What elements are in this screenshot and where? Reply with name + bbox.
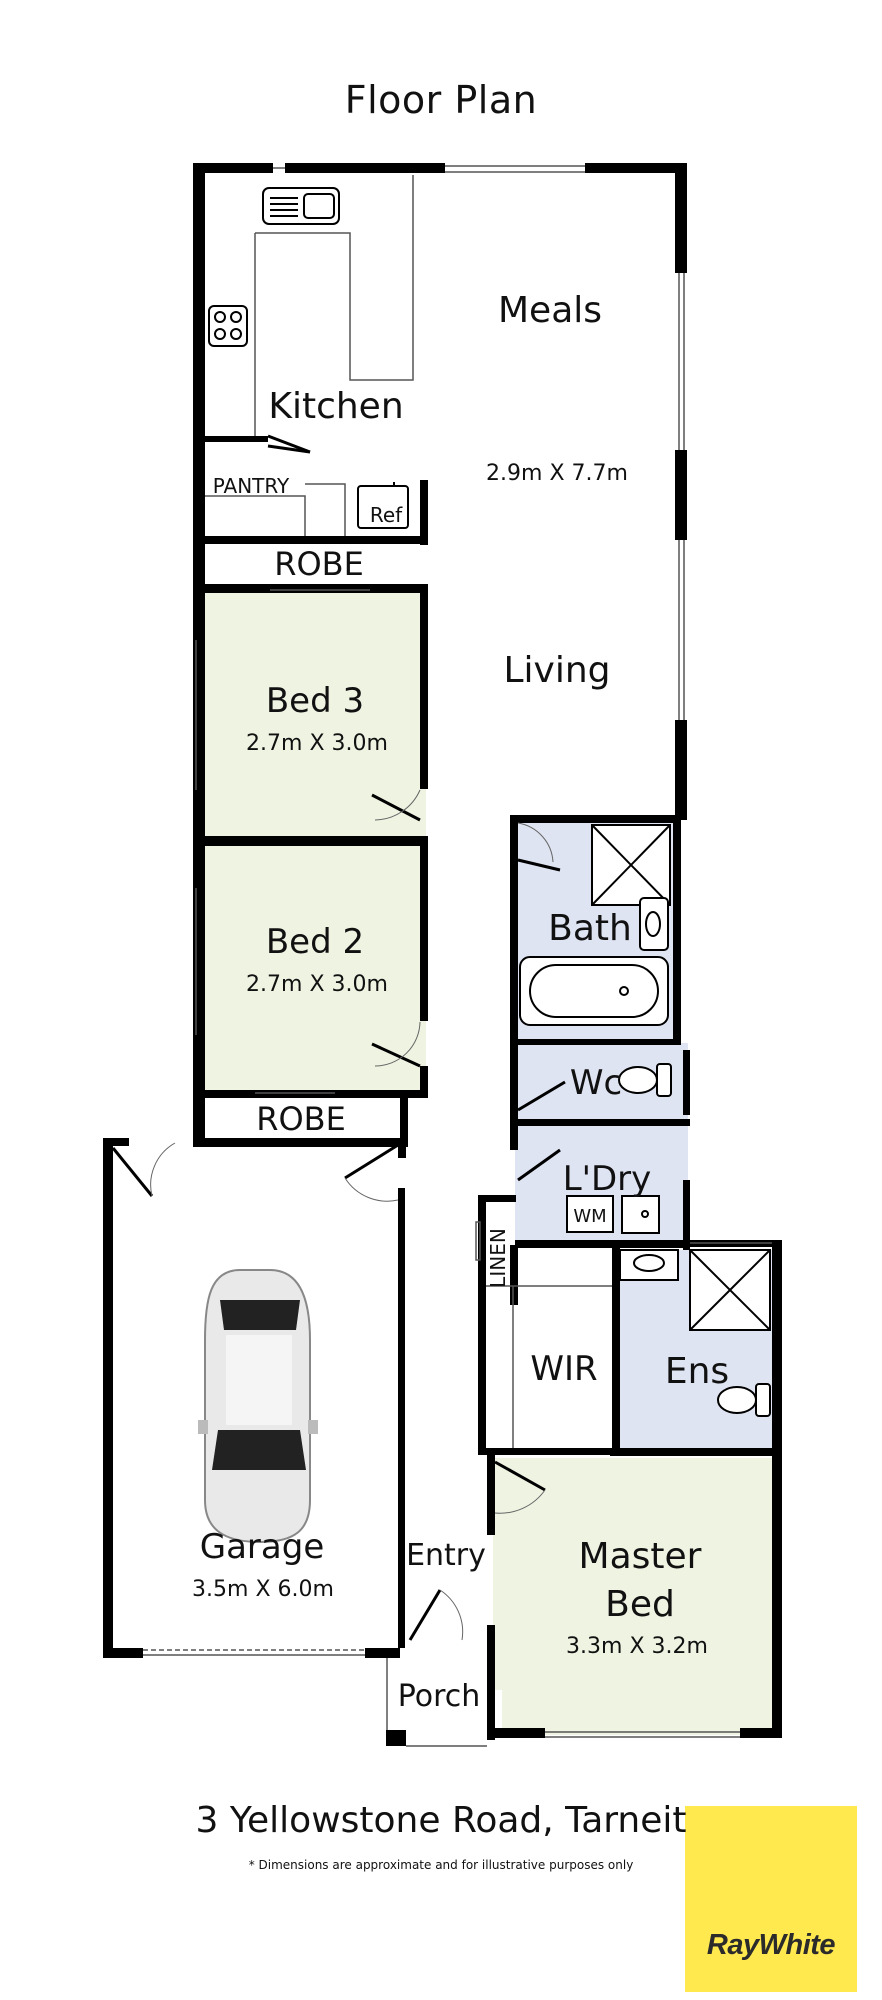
cooktop: [208, 305, 248, 347]
shower-bath: [591, 824, 671, 906]
thin-lines: [143, 165, 772, 1747]
toilet-wc: [618, 1063, 672, 1097]
label-ens: Ens: [665, 1351, 729, 1392]
bed2-fill: [203, 843, 426, 1093]
fridge: [357, 482, 409, 529]
label-bed3: Bed 3: [266, 681, 364, 721]
label-wir: WIR: [530, 1349, 597, 1389]
washing-machine: [566, 1195, 614, 1233]
label-robe-top: ROBE: [274, 545, 364, 583]
toilet-ens: [717, 1383, 771, 1417]
property-address: 3 Yellowstone Road, Tarneit: [195, 1800, 687, 1841]
label-living: Living: [503, 650, 610, 691]
label-kitchen: Kitchen: [268, 386, 403, 427]
bed3-fill: [203, 592, 426, 838]
label-pantry: PANTRY: [213, 474, 290, 498]
label-living-dims: 2.9m X 7.7m: [486, 461, 628, 486]
door-swings: [150, 789, 554, 1641]
label-meals: Meals: [498, 290, 602, 331]
label-bath: Bath: [548, 908, 632, 949]
label-master-dims: 3.3m X 3.2m: [566, 1634, 708, 1659]
ens-basin: [619, 1249, 679, 1281]
label-master-line2: Bed: [605, 1584, 675, 1625]
label-laundry: L'Dry: [563, 1159, 652, 1199]
label-bed3-dims: 2.7m X 3.0m: [246, 731, 388, 756]
basin-bath: [639, 897, 669, 951]
disclaimer-text: * Dimensions are approximate and for ill…: [248, 1858, 634, 1872]
label-wm: WM: [573, 1206, 606, 1227]
label-wc: Wc: [570, 1063, 622, 1103]
walls: [103, 163, 782, 1746]
label-master-line1: Master: [579, 1536, 702, 1577]
label-bed2: Bed 2: [266, 922, 364, 962]
logo-text: RayWhite: [706, 1929, 836, 1961]
floor-plan-title: Floor Plan: [344, 78, 538, 122]
bathtub: [519, 956, 669, 1026]
label-garage-dims: 3.5m X 6.0m: [192, 1577, 334, 1602]
master-bed-fill: [493, 1458, 782, 1735]
raywhite-logo: RayWhite: [685, 1806, 857, 1992]
label-robe-bottom: ROBE: [256, 1100, 346, 1138]
label-ref: Ref: [370, 503, 403, 527]
label-bed2-dims: 2.7m X 3.0m: [246, 972, 388, 997]
laundry-trough: [621, 1195, 660, 1234]
label-porch: Porch: [398, 1679, 481, 1714]
label-garage: Garage: [200, 1527, 325, 1567]
label-linen: LINEN: [486, 1228, 510, 1288]
car-icon: [198, 1269, 318, 1544]
kitchen-sink: [262, 187, 340, 225]
label-entry: Entry: [406, 1538, 486, 1573]
doors: [111, 434, 566, 1641]
shower-ens: [689, 1249, 771, 1331]
